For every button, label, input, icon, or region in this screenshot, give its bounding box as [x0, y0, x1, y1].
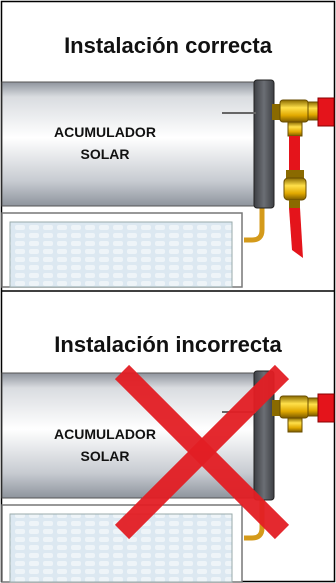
- tank-label-line2: SOLAR: [80, 146, 130, 162]
- red-pipe: [289, 136, 300, 170]
- tank-label-line1: ACUMULADOR: [54, 426, 156, 442]
- copper-pipe: [244, 205, 265, 243]
- solar-collector: [1, 212, 243, 288]
- valve-assembly: [272, 393, 335, 433]
- cross-mark-icon: [114, 364, 290, 540]
- solar-tank: [1, 79, 275, 209]
- copper-pipe: [244, 498, 265, 541]
- tank-label: ACUMULADOR SOLAR: [30, 121, 180, 165]
- correct-installation-drawing: [1, 79, 335, 288]
- incorrect-installation-title: Instalación incorrecta: [54, 332, 282, 357]
- tank-end-cap: [253, 79, 275, 209]
- red-outlet: [317, 97, 335, 127]
- correct-installation-title: Instalación correcta: [64, 33, 272, 58]
- solar-collector: [1, 504, 243, 583]
- tank-label: ACUMULADOR SOLAR: [30, 423, 180, 467]
- tank-label-line2: SOLAR: [80, 448, 130, 464]
- red-drain-pipe: [289, 208, 303, 258]
- valve-assembly: [272, 97, 335, 258]
- red-outlet: [317, 393, 335, 423]
- incorrect-installation-drawing: [1, 370, 335, 583]
- safety-valve: [283, 177, 307, 201]
- tank-label-line1: ACUMULADOR: [54, 124, 156, 140]
